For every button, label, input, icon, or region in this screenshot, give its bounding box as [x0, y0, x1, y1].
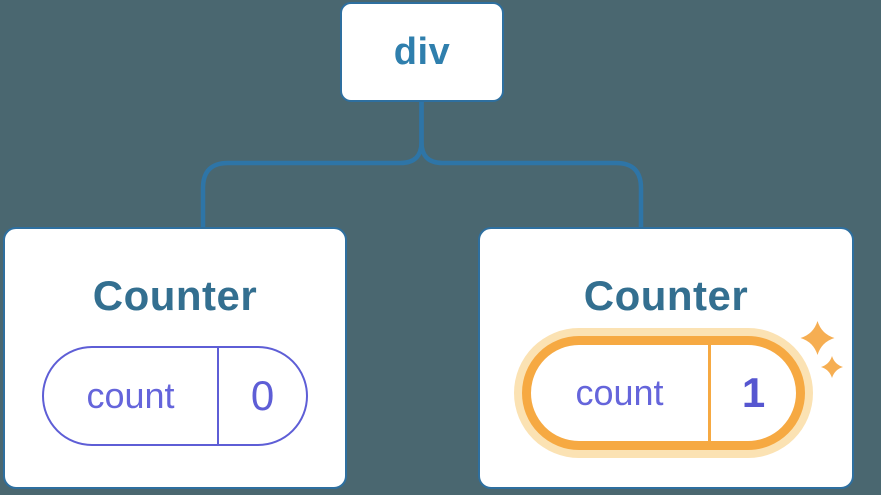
connector-right-branch [419, 99, 644, 228]
counter-card-right: Counter count 1 [478, 227, 854, 489]
component-title: Counter [583, 272, 749, 319]
counter-card-left: Counter count 0 [3, 227, 347, 489]
state-key-label: count [44, 348, 219, 444]
state-pill-highlighted: count 1 [522, 336, 805, 450]
state-key-label: count [531, 345, 711, 441]
root-node-label: div [393, 30, 451, 73]
sparkle-small [821, 356, 843, 378]
connector-left-branch [200, 99, 424, 228]
sparkle-icon [800, 321, 843, 378]
root-node-div: div [340, 2, 504, 102]
state-value: 1 [741, 369, 766, 416]
sparkle-large [800, 321, 835, 355]
state-value: 0 [250, 372, 275, 419]
state-pill: count 0 [42, 346, 308, 446]
component-title: Counter [92, 272, 258, 319]
